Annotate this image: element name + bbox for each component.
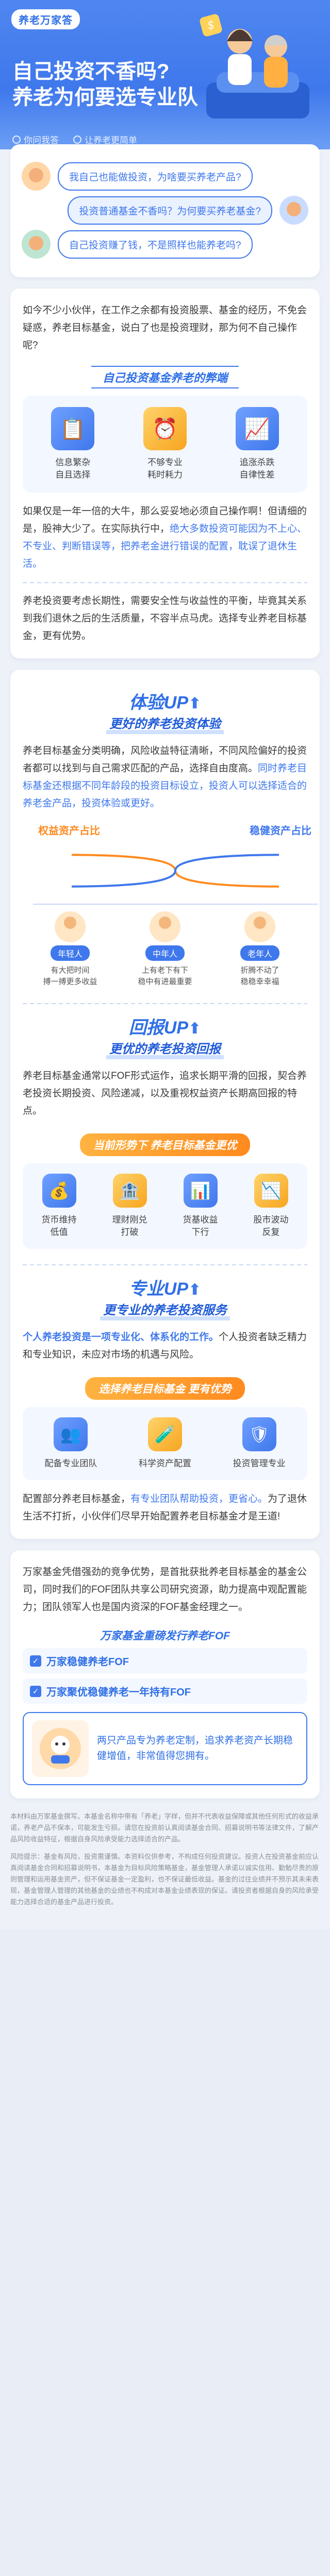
- factor-item: 💰货币维持 低值: [26, 1174, 92, 1239]
- market-factors: 💰货币维持 低值 🏦理财刚兑 打破 📊货基收益 下行 📉股市波动 反复: [23, 1163, 307, 1249]
- avatar: [279, 196, 308, 225]
- question-chat: 我自己也能做投资，为啥要买养老产品? 投资普通基金不香吗？为何要买养老基金? 自…: [10, 144, 320, 277]
- team-icon: 👥: [54, 1417, 88, 1451]
- cons-item: 📋 信息繁杂 自且选择: [29, 407, 117, 481]
- hero-tag: 让养老更简单: [73, 133, 137, 146]
- cons-label: 不够专业 耗时耗力: [147, 457, 183, 480]
- person-icon: [150, 911, 180, 942]
- hero-tags: 你问我答 让养老更简单: [12, 133, 137, 146]
- intro-paragraph: 养老投资要考虑长期性，需要安全性与收益性的平衡，毕竟其关系到我们退休之后的生活质…: [23, 596, 307, 641]
- check-icon: ✓: [30, 1685, 41, 1697]
- page: 养老万家答 $ 自己投资不香吗? 养老为何要选专业队 你问我答 让养老更简单 我…: [0, 0, 330, 1929]
- fund-link[interactable]: ✓万家聚优稳健养老一年持有FOF: [23, 1679, 307, 1704]
- advantage-item: 👥配备专业团队: [26, 1417, 116, 1470]
- factor-item: 📊货基收益 下行: [167, 1174, 234, 1239]
- highlight-banner: 当前形势下 养老目标基金更优: [23, 1133, 307, 1156]
- coin-icon: 💰: [42, 1174, 76, 1208]
- brand-logo: 养老万家答: [11, 9, 80, 29]
- advantage-item: 🛡投资管理专业: [214, 1417, 304, 1470]
- disclaimer: 本材料由万家基金撰写。本基金名称中带有「养老」字样，但并不代表收益保障或其他任何…: [10, 1811, 320, 1929]
- factor-item: 🏦理财刚兑 打破: [96, 1174, 163, 1239]
- funds-heading: 万家基金重磅发行养老FOF: [100, 1630, 230, 1642]
- hero-tag: 你问我答: [12, 133, 59, 146]
- stage-item: 中年人 上有老下有下 稳中有进最重要: [121, 911, 209, 988]
- fund-link[interactable]: ✓万家稳健养老FOF: [23, 1648, 307, 1673]
- section-paragraph: 配置部分养老目标基金，有专业团队帮助投资，更省心。为了退休生活不打折，小伙伴们尽…: [23, 1494, 307, 1522]
- section-heading: 回报UP⬆: [128, 1018, 202, 1038]
- bar-chart-icon: 📊: [183, 1174, 218, 1208]
- svg-text:$: $: [207, 19, 214, 32]
- section-experience: 体验UP⬆ 更好的养老投资体验 养老目标基金分类明确，风险收益特征清晰，不同风险…: [10, 670, 320, 1539]
- person-icon: [55, 911, 86, 942]
- cons-label: 信息繁杂 自且选择: [55, 457, 91, 480]
- trend-icon: 📈: [235, 407, 279, 450]
- chat-bubble: 我自己也能做投资，为啥要买养老产品?: [58, 162, 253, 191]
- intro-paragraph: 如今不少小伙伴，在工作之余都有投资股票、基金的经历，不免会疑惑，养老目标基金，说…: [23, 305, 307, 351]
- mascot-icon: [32, 1720, 89, 1777]
- funds-paragraph: 万家基金凭借强劲的竞争优势，是首批获批养老目标基金的基金公司，同时我们的FOF团…: [23, 1567, 307, 1613]
- check-icon: ✓: [30, 1655, 41, 1667]
- avatar: [22, 230, 51, 259]
- series-label: 权益资产占比: [38, 824, 100, 837]
- asset-chart: 权益资产占比 稳健资产占比: [23, 822, 318, 909]
- chart-down-icon: 📉: [254, 1174, 288, 1208]
- chat-bubble: 自己投资赚了钱，不是照样也能养老吗?: [58, 230, 253, 259]
- highlight-banner: 选择养老目标基金 更有优势: [23, 1377, 307, 1400]
- asset-allocation-chart: 权益资产占比 稳健资产占比: [33, 824, 318, 905]
- page-subtitle: 养老为何要选专业队: [12, 86, 198, 109]
- factor-item: 📉股市波动 反复: [238, 1174, 304, 1239]
- section-subtitle: 更专业的养老投资服务: [100, 1304, 230, 1320]
- disclaimer-text: 本材料由万家基金撰写。本基金名称中带有「养老」字样，但并不代表收益保障或其他任何…: [10, 1812, 319, 1843]
- person-icon: [244, 911, 275, 942]
- intro-card: 如今不少小伙伴，在工作之余都有投资股票、基金的经历，不免会疑惑，养老目标基金，说…: [10, 289, 320, 658]
- funds-card: 万家基金凭借强劲的竞争优势，是首批获批养老目标基金的基金公司，同时我们的FOF团…: [10, 1550, 320, 1799]
- circle-icon: [73, 135, 81, 144]
- hero-illustration-icon: $: [200, 14, 309, 118]
- document-icon: 📋: [51, 407, 95, 450]
- series-label: 稳健资产占比: [250, 824, 311, 837]
- cons-label: 追涨杀跌 自律性差: [239, 457, 275, 480]
- section-paragraph: 养老目标基金分类明确，风险收益特征清晰，不同风险偏好的投资者都可以找到与自己需求…: [23, 745, 307, 809]
- section-subtitle: 更好的养老投资体验: [106, 718, 224, 734]
- section-heading: 体验UP⬆: [128, 693, 202, 713]
- circle-icon: [12, 135, 21, 144]
- lab-icon: 🧪: [147, 1417, 182, 1451]
- bank-icon: 🏦: [112, 1174, 147, 1208]
- fund-note-text: 两只产品专为养老定制，追求养老资产长期稳健增值，非常值得您拥有。: [97, 1735, 293, 1761]
- chat-bubble: 投资普通基金不香吗？为何要买养老基金?: [68, 196, 272, 225]
- section-subtitle: 更优的养老投资回报: [106, 1043, 224, 1059]
- divider: [23, 1003, 307, 1004]
- divider: [23, 582, 307, 583]
- arrow-up-icon: ⬆: [188, 1281, 202, 1298]
- stage-item: 年轻人 有大把时间 搏一搏更多收益: [26, 911, 114, 988]
- section-paragraph: 养老目标基金通常以FOF形式运作，追求长期平滑的回报，契合养老投资长期投资、风险…: [23, 1071, 307, 1116]
- hero-banner: 养老万家答 $ 自己投资不香吗? 养老为何要选专业队 你问我答 让养老更简单: [0, 0, 330, 149]
- fund-note: 两只产品专为养老定制，追求养老资产长期稳健增值，非常值得您拥有。: [23, 1712, 307, 1785]
- disclaimer-text: 风险提示：基金有风险，投资需谨慎。本资料仅供参考，不构成任何投资建议。投资人在投…: [10, 1853, 319, 1906]
- cons-item: ⏰ 不够专业 耗时耗力: [121, 407, 209, 481]
- stage-item: 老年人 折腾不动了 稳稳幸幸福: [216, 911, 304, 988]
- divider: [23, 1264, 307, 1265]
- advantage-list: 👥配备专业团队 🧪科学资产配置 🛡投资管理专业: [23, 1407, 307, 1480]
- clock-icon: ⏰: [143, 407, 187, 450]
- cons-heading: 自己投资基金养老的弊端: [23, 366, 307, 388]
- cons-item: 📈 追涨杀跌 自律性差: [213, 407, 301, 481]
- chat-row: 投资普通基金不香吗？为何要买养老基金?: [22, 196, 308, 225]
- series-line: [71, 854, 279, 888]
- arrow-up-icon: ⬆: [188, 695, 202, 712]
- advantage-item: 🧪科学资产配置: [120, 1417, 210, 1470]
- chat-row: 自己投资赚了钱，不是照样也能养老吗?: [22, 230, 308, 259]
- page-title: 自己投资不香吗?: [12, 60, 170, 83]
- section-paragraph: 个人养老投资是一项专业化、体系化的工作。个人投资者缺乏精力和专业知识，未应对市场…: [23, 1332, 307, 1360]
- avatar: [22, 162, 51, 191]
- chat-row: 我自己也能做投资，为啥要买养老产品?: [22, 162, 308, 191]
- section-heading: 专业UP⬆: [128, 1279, 202, 1299]
- intro-paragraph: 如果仅是一年一倍的大牛，那么妥妥地必须自己操作啊！但请细的是，股神大少了。在实际…: [23, 506, 307, 569]
- cons-list: 📋 信息繁杂 自且选择 ⏰ 不够专业 耗时耗力 📈 追涨杀跌 自律性差: [23, 396, 307, 493]
- arrow-up-icon: ⬆: [188, 1020, 202, 1037]
- life-stages: 年轻人 有大把时间 搏一搏更多收益 中年人 上有老下有下 稳中有进最重要 老年人…: [23, 911, 307, 988]
- shield-icon: 🛡: [242, 1417, 276, 1451]
